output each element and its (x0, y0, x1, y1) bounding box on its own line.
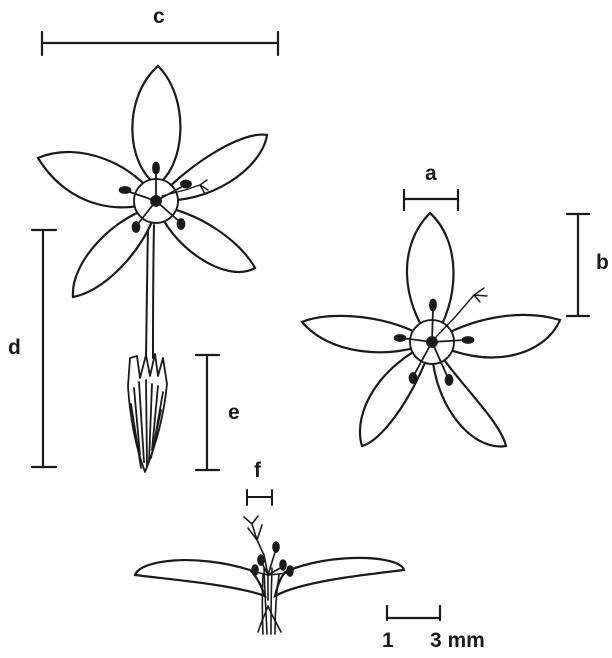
flower-lateral-petals (135, 558, 404, 596)
label-a: a (425, 163, 437, 184)
flower-calyx (128, 354, 167, 472)
dimension-bar-a (404, 190, 458, 210)
dimension-bar-c (42, 32, 278, 55)
flower-stem (146, 225, 154, 358)
label-b: b (596, 252, 609, 273)
scale-bar (387, 606, 440, 620)
dimension-bar-b (567, 214, 589, 316)
label-e: e (228, 402, 240, 423)
dimension-bar-e (196, 355, 219, 470)
scale-bar-left-label: 1 (382, 630, 394, 651)
label-d: d (8, 337, 21, 358)
scale-bar-right-label: 3 mm (430, 630, 485, 651)
flower-top-view (302, 213, 560, 446)
label-f: f (254, 460, 261, 481)
label-c: c (153, 6, 165, 27)
dimension-bar-f (247, 490, 272, 505)
dimension-bar-d (32, 230, 56, 467)
flower-lateral-view (135, 516, 404, 634)
